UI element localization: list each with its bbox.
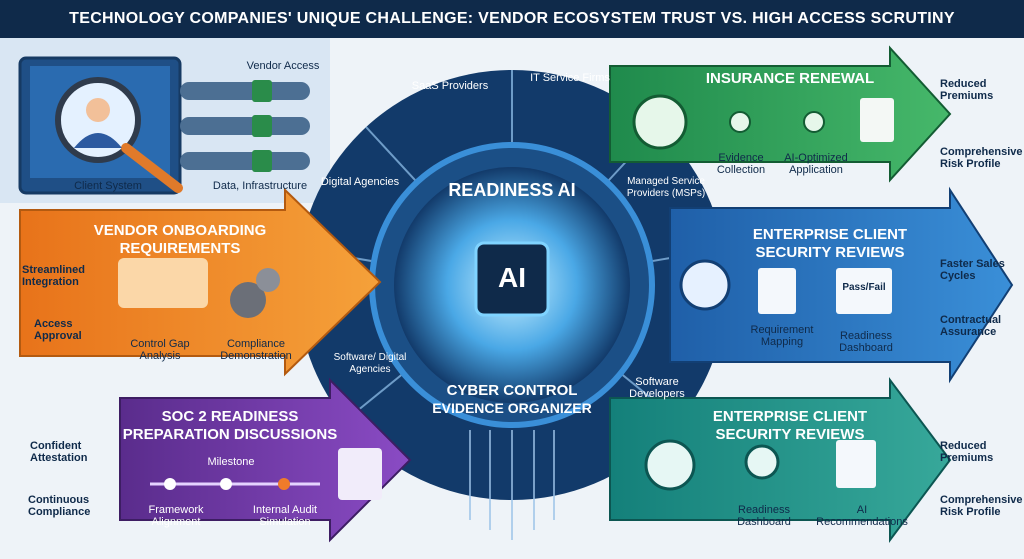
- ai-chip-label: AI: [498, 262, 526, 293]
- insurance-renewal-arrow: [609, 45, 952, 183]
- reduced-premiums-label: Reduced Premiums: [940, 78, 994, 102]
- shield-check-icon: [644, 439, 696, 491]
- gear-icon: [230, 282, 266, 318]
- timeline-dot: [164, 478, 176, 490]
- policy-document-icon: [860, 98, 894, 142]
- evidence-node: [729, 111, 751, 133]
- continuous-compliance-label: Continuous Compliance: [28, 494, 91, 518]
- lock-icon: [252, 80, 272, 102]
- diagram-canvas: [0, 38, 1014, 543]
- organizer-line2: EVIDENCE ORGANIZER: [432, 400, 592, 416]
- access-approval-label: Access Approval: [34, 318, 82, 342]
- contractual-assurance-label: Contractual Assurance: [940, 314, 1002, 338]
- control-gap-label: Control Gap Analysis: [130, 338, 190, 362]
- enterprise-review-2-title-2: SECURITY REVIEWS: [715, 426, 865, 443]
- report-icon: [836, 440, 876, 488]
- ai-optimized-label: AI-Optimized Application: [784, 152, 848, 176]
- ring-label-saas: SaaS Providers: [411, 80, 489, 92]
- insurance-renewal-title: INSURANCE RENEWAL: [705, 70, 875, 87]
- milestone-label: Milestone: [207, 456, 255, 468]
- lock-icon: [252, 115, 272, 137]
- reduced-premiums-label-2: Reduced Premiums: [940, 440, 994, 464]
- readiness-dashboard-label-2: Readiness Dashboard: [737, 504, 791, 528]
- risk-profile-label: Comprehensive Risk Profile: [940, 146, 1023, 170]
- user-icon: [86, 98, 110, 122]
- evidence-collection-label: Evidence Collection: [716, 152, 766, 176]
- lock-icon: [252, 150, 272, 172]
- enterprise-review-2-title-1: ENTERPRISE CLIENT: [712, 408, 868, 425]
- timeline-dot: [220, 478, 232, 490]
- risk-profile-label-2: Comprehensive Risk Profile: [940, 494, 1023, 518]
- soc2-title-2: PREPARATION DISCUSSIONS: [122, 426, 338, 443]
- ring-label-it-firms: IT Service Firms: [530, 72, 610, 84]
- ring-label-msp: Managed Service Providers (MSPs): [626, 176, 706, 199]
- document-icon: [338, 448, 382, 500]
- streamlined-integration-label: Streamlined Integration: [22, 264, 85, 288]
- ai-node: [803, 111, 825, 133]
- ai-recommendations-label: AI Recommendations: [816, 504, 908, 528]
- ai-chip-icon: [474, 241, 550, 317]
- page-title: TECHNOLOGY COMPANIES' UNIQUE CHALLENGE: …: [69, 10, 955, 27]
- checklist-icon: [758, 268, 796, 314]
- ring-label-digital-agencies: Digital Agencies: [320, 176, 400, 188]
- vendor-onboarding-title-1: VENDOR ONBOARDING: [93, 222, 267, 239]
- data-infrastructure-label: Data, Infrastructure: [212, 180, 308, 192]
- timeline-dot: [278, 478, 290, 490]
- compliance-demo-label: Compliance Demonstration: [220, 338, 292, 362]
- pass-fail-label: Pass/Fail: [842, 282, 886, 293]
- shield-check-icon: [632, 94, 688, 150]
- enterprise-review-title-1: ENTERPRISE CLIENT: [752, 226, 908, 243]
- confident-attestation-label: Confident Attestation: [30, 440, 88, 464]
- user-body: [74, 133, 122, 148]
- requirement-mapping-label: Requirement Mapping: [750, 324, 814, 348]
- faster-sales-label: Faster Sales Cycles: [940, 258, 1005, 282]
- organizer-line1: CYBER CONTROL: [446, 382, 578, 399]
- enterprise-review-arrow-2: [609, 377, 952, 543]
- hourglass-icon: [679, 259, 731, 311]
- gear-icon: [256, 268, 280, 292]
- framework-alignment-label: Framework Alignment: [148, 504, 204, 528]
- vendor-onboarding-title-2: REQUIREMENTS: [119, 240, 241, 257]
- magnifier-handle: [121, 143, 183, 193]
- ring-label-software-digital: Software/ Digital Agencies: [333, 352, 407, 375]
- soc2-title-1: SOC 2 READINESS: [161, 408, 299, 425]
- title-bar: TECHNOLOGY COMPANIES' UNIQUE CHALLENGE: …: [0, 0, 1024, 38]
- enterprise-review-title-2: SECURITY REVIEWS: [755, 244, 905, 261]
- ring-label-software-developers: Software Developers: [629, 376, 685, 400]
- circuit-traces: [469, 430, 555, 540]
- scale-icon: [118, 258, 208, 308]
- readiness-ai-label: READINESS AI: [448, 180, 576, 200]
- client-system-label: Client System: [74, 180, 142, 192]
- internal-audit-label: Internal Audit Simulation: [252, 504, 318, 528]
- dashboard-icon: [836, 268, 892, 314]
- readiness-dashboard-label: Readiness Dashboard: [839, 330, 893, 354]
- magnifier-icon: [744, 444, 780, 480]
- vendor-cables: [180, 80, 310, 172]
- vendor-access-label: Vendor Access: [246, 60, 320, 72]
